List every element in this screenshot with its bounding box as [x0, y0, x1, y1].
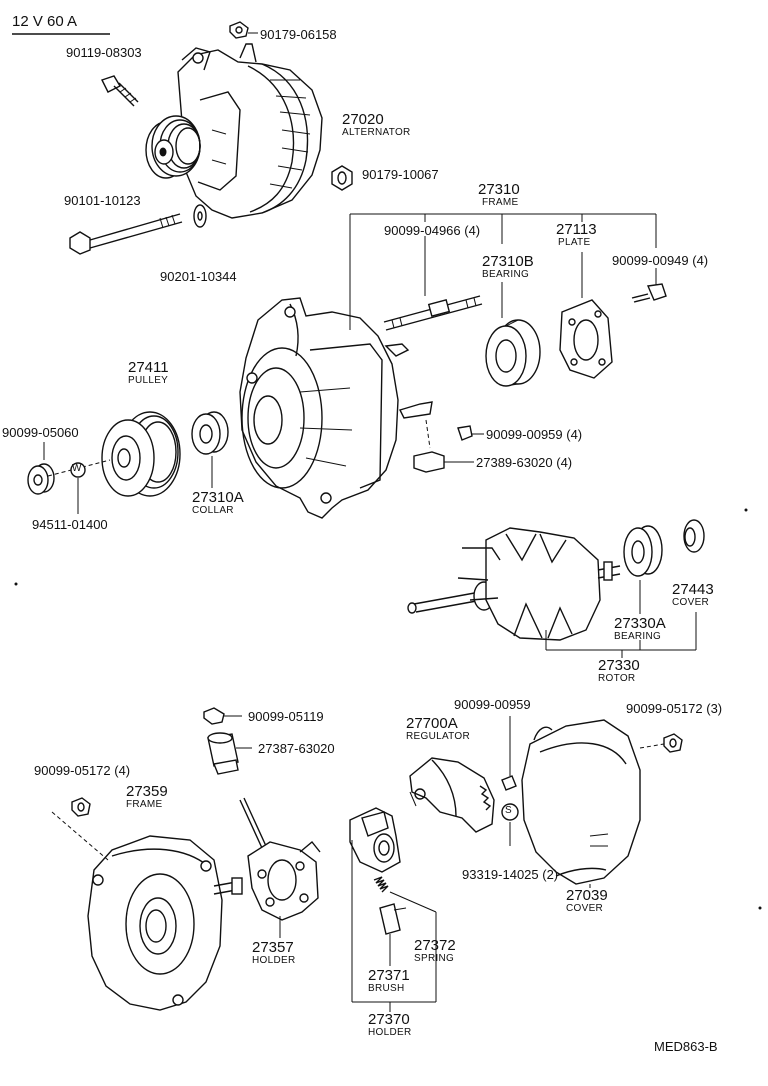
label-27371: 27371 [368, 967, 410, 984]
label-90099-05172-3: 90099-05172 (3) [626, 701, 723, 716]
label-frame: FRAME [482, 197, 519, 208]
screw-90099-00959-drawing [501, 716, 517, 791]
regulator-27700a-drawing [409, 757, 495, 833]
rotor-leaders [545, 580, 697, 658]
nut-90099-05119-drawing [203, 707, 242, 725]
brush-27371-drawing [379, 903, 407, 966]
alternator-assembly-drawing [145, 43, 323, 219]
label-27310a: 27310A [192, 489, 244, 506]
label-90101-10123: 90101-10123 [64, 193, 141, 208]
rear-frame-27359-drawing [51, 811, 243, 1011]
label-27372: 27372 [414, 937, 456, 954]
plate-27113-drawing [559, 299, 613, 379]
screw-and-terminal-drawing [413, 419, 484, 473]
label-27387-63020: 27387-63020 [258, 741, 335, 756]
label-cover-2: COVER [566, 903, 604, 914]
label-90201-10344: 90201-10344 [160, 269, 237, 284]
nut-90179-10067-drawing [331, 165, 353, 191]
label-27310b: 27310B [482, 253, 534, 270]
nut-90099-05172-3-drawing [639, 733, 683, 753]
label-27039: 27039 [566, 887, 608, 904]
frame-27310-leaders [349, 213, 657, 330]
insulator-27387-63020-drawing [207, 732, 252, 775]
label-cover: COVER [672, 597, 710, 608]
washer-90201-10344-drawing [193, 204, 207, 228]
label-rotor: ROTOR [598, 673, 636, 684]
label-pulley: PULLEY [128, 375, 169, 386]
label-27370: 27370 [368, 1011, 410, 1028]
label-spring: SPRING [414, 953, 455, 964]
rectifier-holder-27357-drawing [239, 797, 321, 938]
rotor-27330-drawing [407, 527, 621, 641]
label-27411: 27411 [128, 359, 169, 376]
bolt-90119-08303-drawing [101, 75, 139, 107]
rear-cover-27039-drawing [521, 719, 641, 888]
collar-27310a-drawing [191, 411, 229, 488]
header-spec: 12 V 60 A [12, 13, 78, 30]
label-holder-2: HOLDER [368, 1027, 412, 1038]
label-90099-04966: 90099-04966 (4) [384, 223, 481, 238]
footer-code: MED863-B [654, 1039, 718, 1054]
label-plate: PLATE [558, 237, 591, 248]
label-90179-06158: 90179-06158 [260, 27, 337, 42]
label-94511-01400: 94511-01400 [32, 517, 108, 532]
washer-s-mark: S [505, 805, 512, 816]
label-holder: HOLDER [252, 955, 296, 966]
washer-s-93319-circle [501, 803, 519, 821]
label-90119-08303: 90119-08303 [66, 45, 142, 60]
label-regulator: REGULATOR [406, 731, 471, 742]
stud-bolt-90099-04966-drawing [383, 295, 483, 331]
label-27389-63020: 27389-63020 (4) [476, 455, 573, 470]
label-27443: 27443 [672, 581, 714, 598]
label-frame-2: FRAME [126, 799, 163, 810]
label-27359: 27359 [126, 783, 168, 800]
washer-w-mark: W [72, 463, 82, 474]
label-90099-00959: 90099-00959 [454, 697, 531, 712]
screw-90099-00949-drawing [631, 283, 667, 303]
nut-90179-06158-drawing [229, 21, 258, 39]
label-alternator: ALTERNATOR [342, 127, 411, 138]
label-27310: 27310 [478, 181, 520, 198]
spring-27372-drawing [373, 876, 437, 1002]
label-brush: BRUSH [368, 983, 405, 994]
cover-27443-drawing [683, 519, 705, 553]
nut-90099-05172-4-drawing [71, 797, 91, 817]
label-27700a: 27700A [406, 715, 458, 732]
washer-w-94511-01400-circle [70, 462, 86, 478]
drive-end-frame-drawing [239, 297, 433, 519]
label-90179-10067: 90179-10067 [362, 167, 439, 182]
label-bearing: BEARING [482, 269, 530, 280]
label-90099-05119: 90099-05119 [248, 709, 324, 724]
label-bearing-2: BEARING [614, 631, 662, 642]
label-93319-14025: 93319-14025 (2) [462, 867, 559, 882]
label-collar: COLLAR [192, 505, 234, 516]
label-27330a: 27330A [614, 615, 666, 632]
bearing-27330a-drawing [623, 525, 663, 577]
label-27330: 27330 [598, 657, 640, 674]
label-90099-05060: 90099-05060 [2, 425, 79, 440]
nut-90099-05060-drawing [27, 442, 111, 495]
brush-holder-27370-drawing [349, 807, 401, 1002]
through-bolt-90101-10123-drawing [69, 213, 183, 255]
label-27113: 27113 [556, 221, 597, 238]
label-90099-00959-4: 90099-00959 (4) [486, 427, 583, 442]
pulley-27411-drawing [101, 411, 181, 497]
label-27357: 27357 [252, 939, 294, 956]
label-90099-00949: 90099-00949 (4) [612, 253, 709, 268]
label-27020: 27020 [342, 111, 384, 128]
bearing-27310b-drawing [485, 319, 541, 387]
label-90099-05172-4: 90099-05172 (4) [34, 763, 131, 778]
